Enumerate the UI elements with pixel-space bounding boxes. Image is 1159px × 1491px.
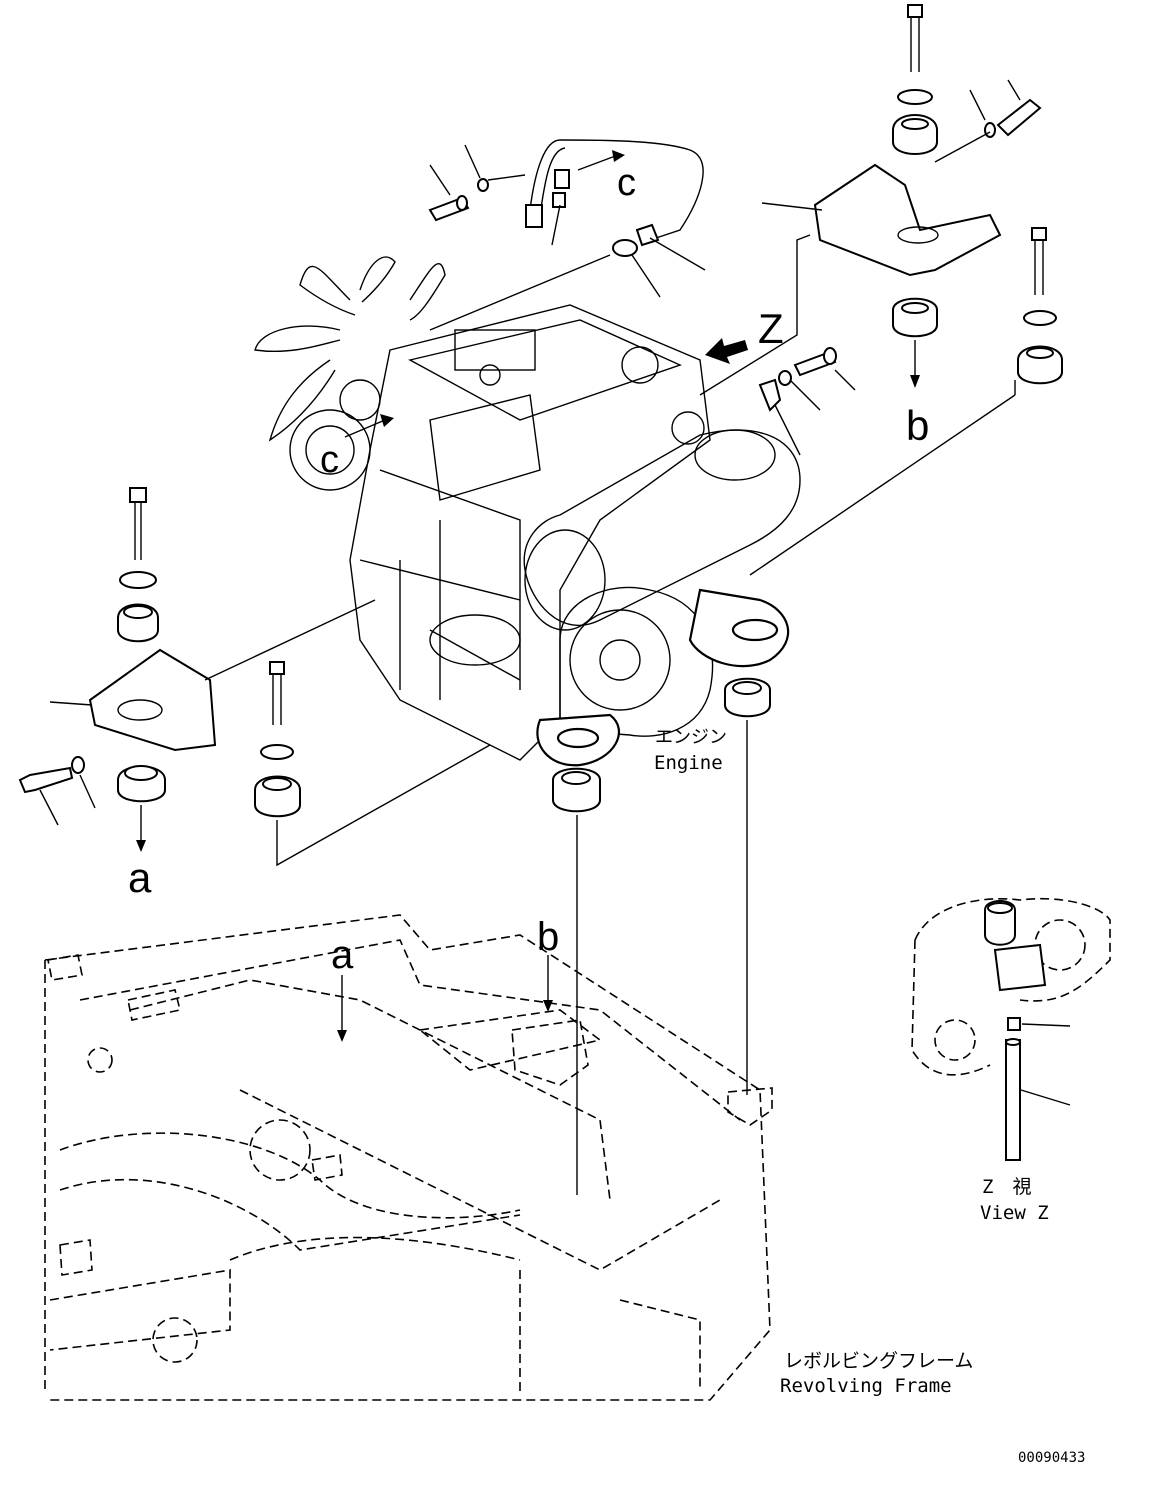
ref-a-mount: a (128, 854, 152, 901)
top-right-bracket-stack (699, 4, 1042, 396)
right-mount-stack (724, 227, 1063, 1095)
ref-b-mount: b (906, 402, 929, 449)
engine-assembly (254, 256, 801, 767)
view-z-label-en: View Z (980, 1202, 1049, 1224)
ref-a-frame: a (331, 933, 354, 977)
ref-c-top: c (617, 162, 636, 204)
frame-label-en: Revolving Frame (780, 1375, 952, 1397)
ref-b-frame: b (537, 915, 559, 959)
engine-label-en: Engine (654, 752, 723, 774)
view-z-label-jp: Z 視 (982, 1176, 1031, 1198)
view-z-detail (911, 897, 1111, 1161)
revolving-frame (44, 914, 773, 1401)
ref-c-engine: c (320, 439, 339, 481)
frame-label-jp: レボルビングフレーム (784, 1350, 973, 1372)
view-z-arrow (705, 338, 748, 364)
drawing-number: 00090433 (1018, 1450, 1085, 1466)
engine-label-jp: エンジン (655, 727, 727, 748)
bracket-bolt-group (758, 347, 856, 456)
ref-z: Z (758, 305, 784, 352)
center-mount-stack (254, 661, 601, 1195)
sensor-harness (344, 139, 706, 438)
left-mount-stack (18, 487, 376, 852)
